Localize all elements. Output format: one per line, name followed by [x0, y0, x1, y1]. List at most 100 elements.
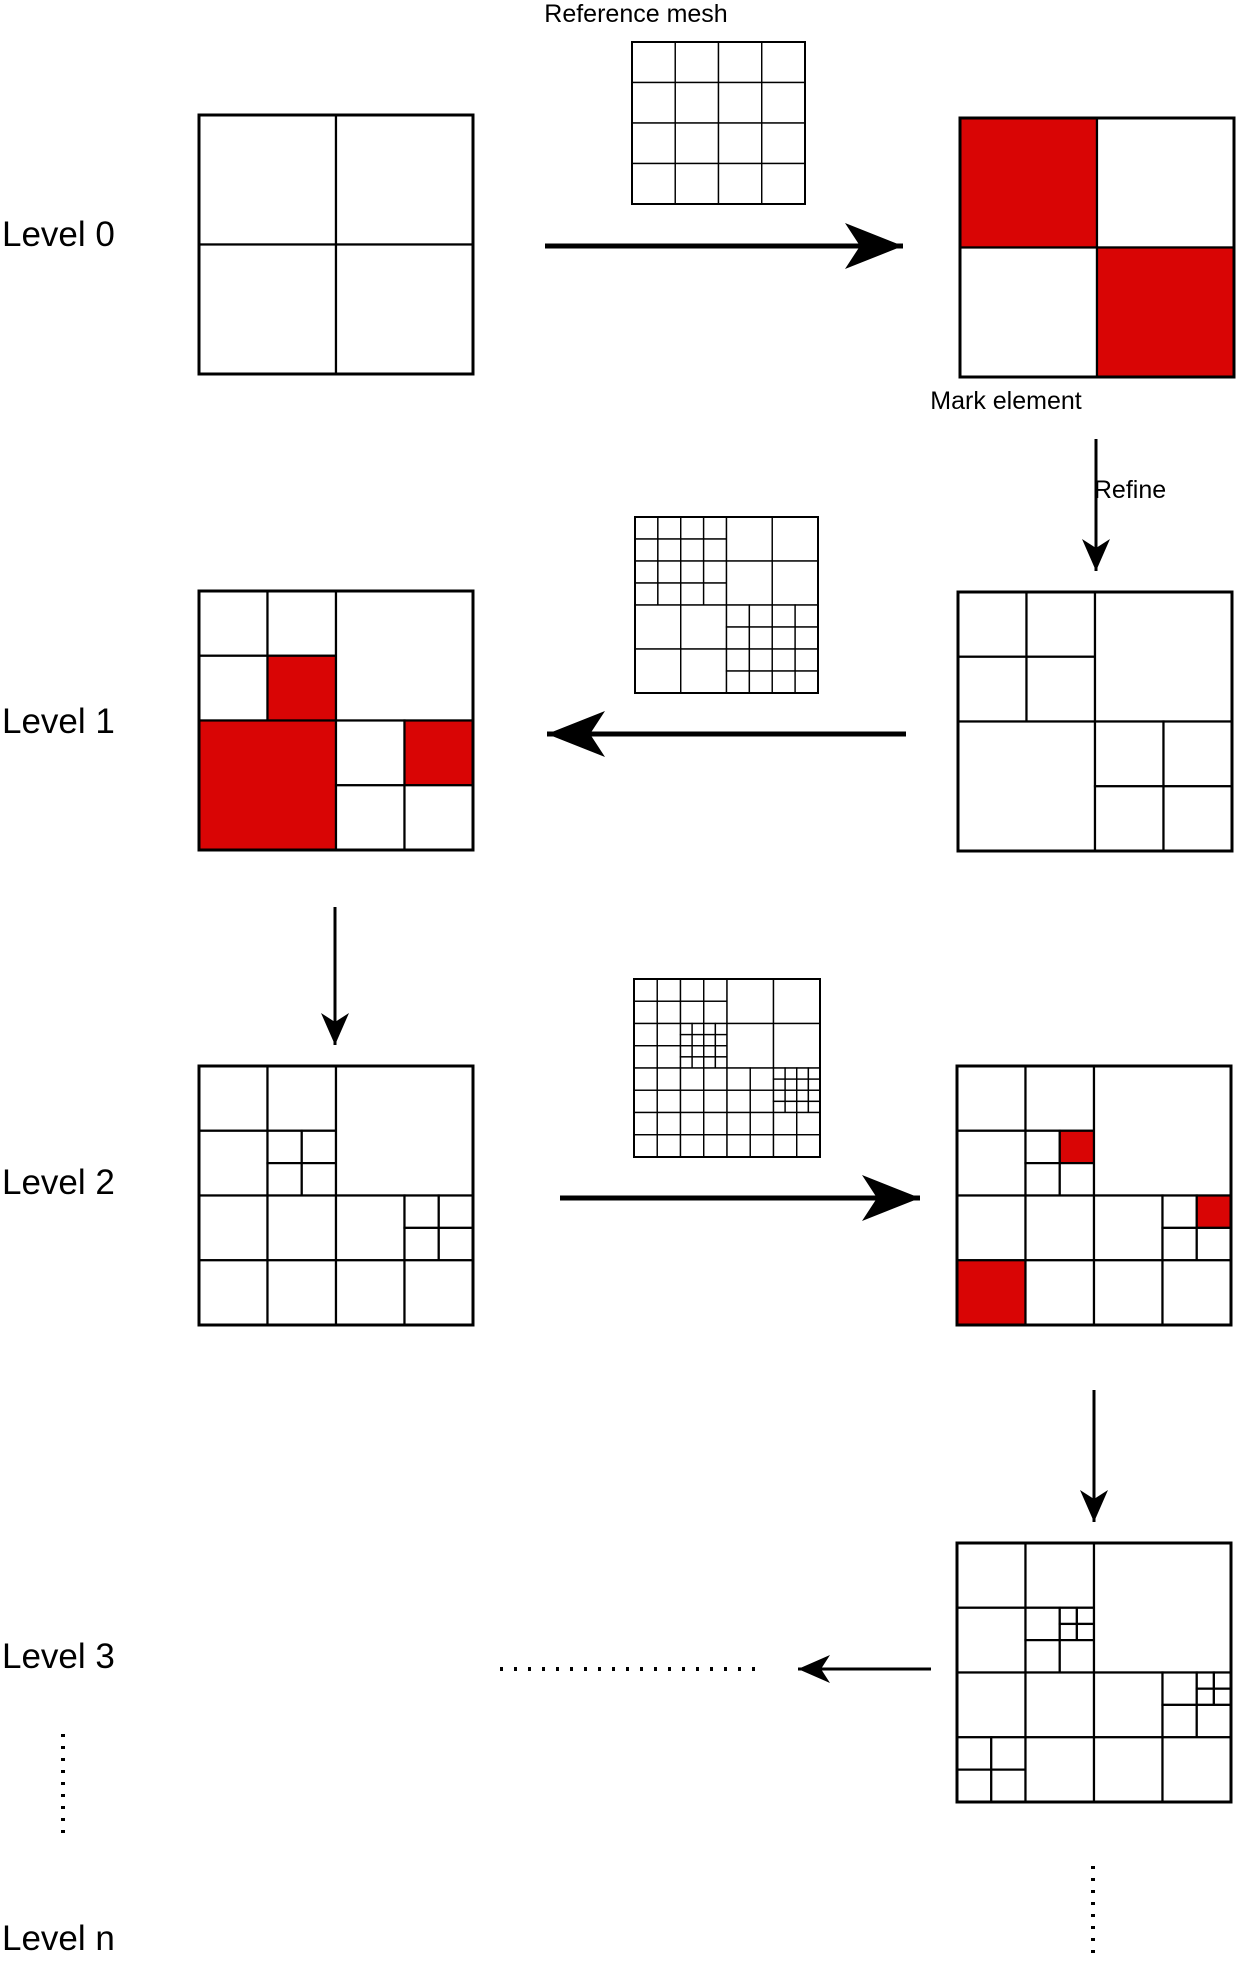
mesh-border	[197, 589, 475, 852]
mesh-cell	[749, 1111, 775, 1136]
marked-cell	[1195, 1194, 1233, 1229]
mesh-cell	[725, 516, 773, 562]
mesh-cell	[725, 648, 751, 672]
mesh-cell	[691, 1033, 705, 1047]
marked-cell	[266, 654, 338, 722]
mesh-cell	[702, 582, 728, 606]
mesh-border	[955, 1064, 1233, 1327]
mesh-cell	[1058, 1622, 1078, 1642]
mesh-cell	[1162, 720, 1234, 788]
mesh-cell	[1024, 1639, 1061, 1674]
mesh-cell	[807, 1089, 821, 1103]
mesh-cell	[266, 1194, 338, 1262]
mesh-cell	[748, 626, 773, 650]
mesh-cell	[1092, 1259, 1164, 1327]
mesh-cell	[634, 648, 682, 694]
mesh-cell	[1024, 1736, 1096, 1804]
mesh-cell	[1195, 1226, 1233, 1262]
mesh-cell	[1058, 1162, 1096, 1197]
mesh-cell	[1161, 1736, 1233, 1804]
mesh-cell	[796, 1111, 821, 1136]
mesh-cell	[197, 654, 269, 722]
mark-element-label: Mark element	[930, 387, 1081, 415]
mesh-cell	[958, 246, 1099, 379]
mesh-cell	[726, 1089, 751, 1114]
mesh-border	[633, 978, 821, 1158]
mesh-cell	[726, 1022, 775, 1069]
mesh-border	[956, 590, 1234, 853]
mesh-cell	[656, 1022, 682, 1047]
mesh-cell	[796, 1089, 810, 1103]
mesh-cell	[679, 1111, 705, 1136]
reference-mesh-2	[633, 978, 821, 1158]
mesh-cell	[1075, 1606, 1096, 1626]
level-n-label: Level n	[2, 1919, 115, 1958]
mesh-cell	[674, 122, 720, 165]
mesh-cell	[634, 560, 659, 584]
mesh-cell	[796, 1067, 810, 1080]
mesh-cell	[784, 1089, 798, 1103]
mesh-cell	[680, 560, 705, 584]
mesh-cell	[1161, 1671, 1198, 1706]
mesh-cell	[679, 1022, 693, 1036]
mesh-cell	[679, 1056, 693, 1069]
mesh-cell	[955, 1129, 1027, 1197]
mesh-cell	[657, 538, 682, 562]
mesh-cell	[703, 1067, 728, 1091]
mesh-cell	[1195, 1671, 1215, 1690]
mesh-cell	[437, 1194, 475, 1229]
mesh-cell	[633, 1111, 658, 1136]
mesh-cell	[748, 670, 773, 694]
mesh-cell	[761, 122, 806, 165]
mesh-cell	[725, 670, 751, 694]
mesh-cell	[631, 162, 676, 205]
mesh-cell	[674, 162, 720, 205]
mesh-cell	[631, 81, 676, 124]
mesh-cell	[1093, 785, 1165, 853]
mesh-cell	[955, 1768, 993, 1804]
mesh-cell	[726, 1111, 751, 1136]
mesh-cell	[1092, 1064, 1233, 1197]
mesh-cell	[990, 1768, 1027, 1804]
mesh-cell	[807, 1078, 821, 1091]
mesh-cell	[1024, 1671, 1096, 1739]
mesh-cell	[749, 1067, 775, 1091]
mesh-cell	[631, 41, 676, 84]
mesh-cell	[1161, 1259, 1233, 1327]
mesh-cell	[633, 1067, 658, 1091]
mesh-border	[197, 1064, 475, 1327]
mesh-cell	[1212, 1687, 1233, 1706]
mesh-cell	[1024, 1541, 1096, 1609]
mesh-cell	[717, 41, 763, 84]
mesh-cell	[674, 81, 720, 124]
mesh-cell	[703, 1111, 728, 1136]
mesh-cell	[748, 604, 773, 628]
marked-cell	[197, 719, 338, 852]
mesh-cell	[748, 648, 773, 672]
mesh-border	[958, 116, 1236, 379]
level-3-label: Level 3	[2, 1637, 115, 1676]
mesh-cell	[1212, 1671, 1233, 1690]
mesh-cell	[679, 1033, 693, 1047]
mesh-cell	[794, 604, 819, 628]
mesh-cell	[703, 1033, 717, 1047]
level-3-mesh	[955, 1541, 1233, 1804]
mesh-cell	[1092, 1736, 1164, 1804]
mesh-border	[197, 113, 475, 376]
mesh-cell	[717, 122, 763, 165]
mesh-cell	[266, 589, 338, 657]
mesh-cell	[717, 81, 763, 124]
marked-cell	[955, 1259, 1027, 1327]
mesh-cell	[656, 1067, 682, 1091]
level-1-label: Level 1	[2, 702, 115, 741]
mesh-cell	[955, 1671, 1027, 1739]
mesh-cell	[634, 516, 659, 540]
mesh-cell	[703, 1045, 717, 1058]
mesh-cell	[749, 1089, 775, 1114]
mesh-cell	[1095, 116, 1236, 249]
mesh-cell	[634, 604, 682, 650]
mesh-cell	[679, 1134, 705, 1158]
mesh-cell	[634, 582, 659, 606]
mesh-cell	[1093, 720, 1165, 788]
mesh-cell	[656, 1089, 682, 1114]
